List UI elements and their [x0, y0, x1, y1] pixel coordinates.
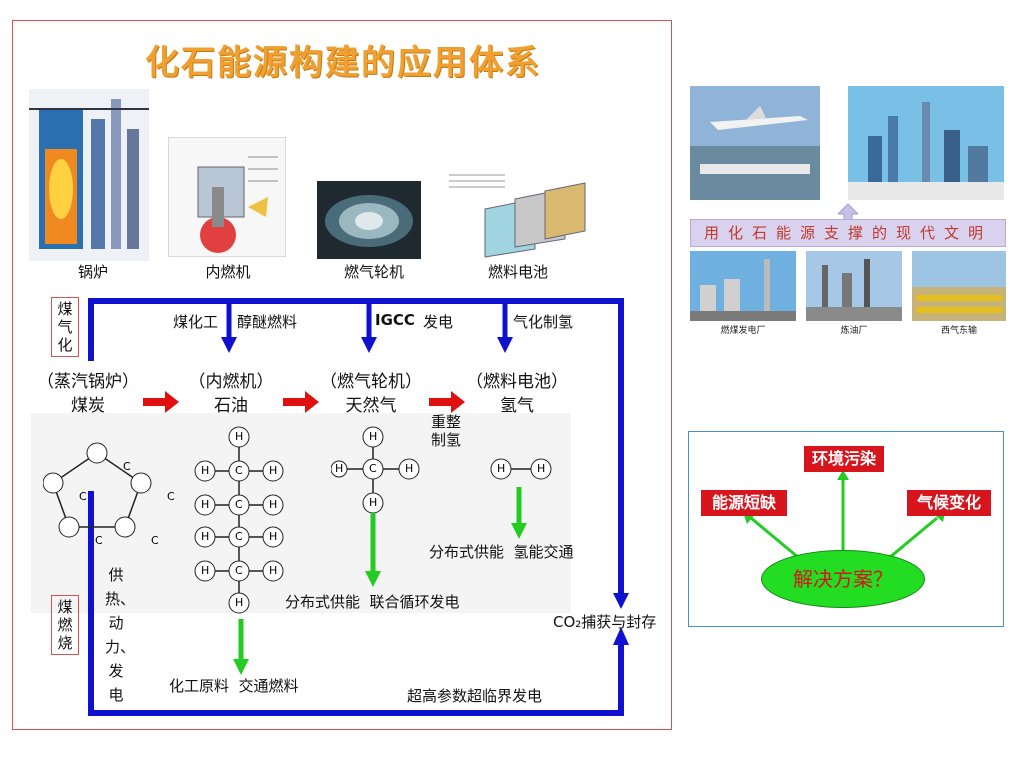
carbon-atom: C — [369, 462, 377, 475]
hydrogen-atom: H — [537, 462, 546, 475]
igcc-power-label: 发电 — [423, 313, 454, 331]
coal-atom: C — [123, 460, 131, 473]
supercritical-power-label: 超高参数超临界发电 — [407, 687, 543, 705]
chain-device-turbine: （燃气轮机） — [320, 372, 422, 392]
carbon-atom: C — [235, 530, 243, 543]
solution-panel: 环境污染 能源短缺 气候变化 解决方案？ — [688, 431, 1004, 627]
oil-output-label: 化工原料 交通燃料 — [169, 677, 299, 695]
fuel-cell-icon — [445, 169, 595, 259]
coal-atom-labels: C C C C C — [43, 435, 175, 547]
coal-power-plant-photo — [690, 251, 796, 321]
coal-atom: C — [167, 490, 175, 503]
solution-arrows — [743, 470, 945, 560]
methane-molecule — [331, 426, 420, 513]
up-arrow-icon — [838, 204, 858, 220]
coal-combustion-label: 煤燃烧 — [51, 595, 79, 655]
shortage-box: 能源短缺 — [701, 490, 787, 516]
refinery-photo — [806, 251, 902, 321]
main-diagram-panel: 化石能源构建的应用体系 锅炉 内燃机 燃气轮机 燃料电池 — [12, 20, 672, 730]
hydrogen-atom: H — [201, 564, 210, 577]
device-label-fuel-cell: 燃料电池 — [487, 263, 548, 281]
gas-output-label: 分布式供能 联合循环发电 — [285, 593, 460, 611]
oil-atom-labels: H H C H H C H H C H H C H H — [189, 423, 289, 619]
igcc-label: IGCC — [375, 311, 415, 329]
civilization-banner: 用化石能源支撑的现代文明 — [690, 219, 1006, 247]
chain-fuel-oil: 石油 — [214, 396, 248, 416]
device-label-boiler: 锅炉 — [77, 263, 108, 281]
hydrogen-atom: H — [269, 530, 278, 543]
hydrogen-molecule — [490, 458, 552, 480]
chain-fuel-hydrogen: 氢气 — [500, 396, 534, 416]
hydrogen-atom: H — [335, 462, 344, 475]
faded-background-text — [31, 413, 571, 613]
coal-molecule — [43, 442, 152, 538]
chain-device-fuel-cell: （燃料电池） — [466, 372, 568, 392]
gas-pipeline-photo — [912, 251, 1006, 321]
transport-photo — [690, 86, 820, 200]
gasification-hydrogen-label: 气化制氢 — [513, 313, 574, 331]
route-lines — [88, 298, 629, 716]
chain-device-boiler: （蒸汽锅炉） — [37, 372, 139, 392]
hydrogen-atom: H — [369, 430, 378, 443]
solution-ellipse: 解决方案？ — [761, 550, 925, 608]
page-title: 化石能源构建的应用体系 — [145, 43, 541, 83]
heat-power-label: 供热、动力、发电 — [105, 566, 136, 704]
refinery-caption: 炼油厂 — [840, 326, 868, 336]
gas-turbine-icon — [317, 181, 421, 259]
oil-molecule — [194, 426, 284, 614]
hydrogen-atom: H — [201, 464, 210, 477]
device-label-turbine: 燃气轮机 — [343, 263, 404, 281]
engine-icon — [168, 137, 286, 257]
climate-box: 气候变化 — [907, 490, 991, 516]
boiler-icon — [29, 89, 149, 261]
gas-pipeline-caption: 西气东输 — [940, 326, 977, 336]
coal-atom: C — [95, 534, 103, 547]
reforming-hydrogen-label: 重整制氢 — [431, 413, 462, 449]
carbon-atom: C — [235, 498, 243, 511]
hydrogen-atom: H — [497, 462, 506, 475]
city-photo — [848, 86, 1004, 200]
co2-capture-label: CO₂捕获与封存 — [553, 613, 657, 631]
coal-atom: C — [151, 534, 159, 547]
hydrogen-atom: H — [235, 430, 244, 443]
hydrogen-atom: H — [269, 464, 278, 477]
device-label-engine: 内燃机 — [205, 263, 251, 281]
hydrogen-atom: H — [201, 498, 210, 511]
hydrogen-atom: H — [269, 498, 278, 511]
coal-atom: C — [79, 490, 87, 503]
carbon-atom: C — [235, 564, 243, 577]
hydrogen-atom: H — [201, 530, 210, 543]
hydrogen-atom-labels: H H — [489, 455, 553, 483]
pollution-box: 环境污染 — [804, 446, 884, 472]
coal-chemical-label: 煤化工 — [173, 313, 219, 331]
chain-fuel-gas: 天然气 — [345, 396, 397, 416]
methane-atom-labels: H H C H H — [331, 425, 421, 513]
hydrogen-atom: H — [369, 496, 378, 509]
chain-device-engine: （内燃机） — [188, 372, 274, 392]
hydrogen-output-label: 分布式供能 氢能交通 — [429, 543, 574, 561]
coal-power-plant-caption: 燃煤发电厂 — [720, 326, 766, 336]
hydrogen-atom: H — [269, 564, 278, 577]
chain-fuel-coal: 煤炭 — [71, 396, 105, 416]
carbon-atom: C — [235, 464, 243, 477]
hydrogen-atom: H — [235, 596, 244, 609]
coal-gasification-label: 煤气化 — [51, 297, 79, 357]
alcohol-ether-fuel-label: 醇醚燃料 — [237, 313, 298, 331]
hydrogen-atom: H — [405, 462, 414, 475]
